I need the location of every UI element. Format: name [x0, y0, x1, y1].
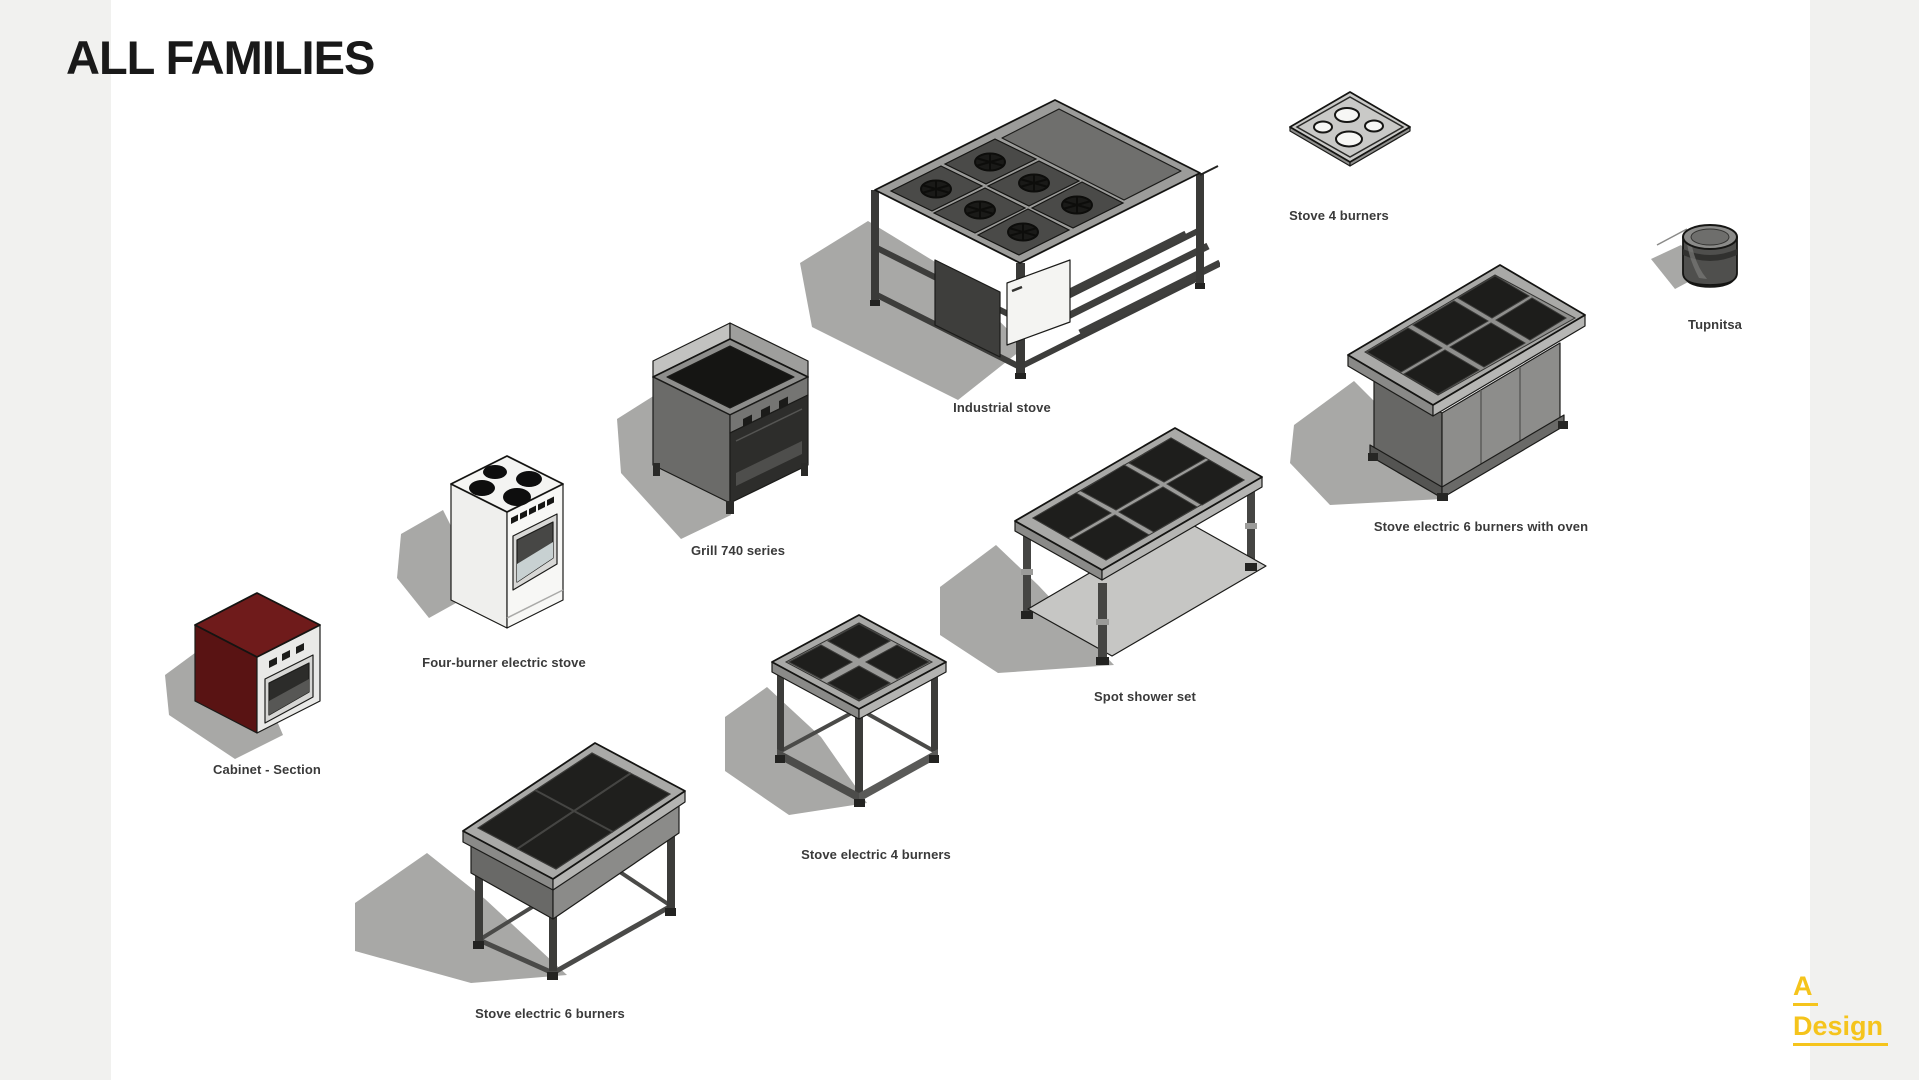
base-rail	[477, 937, 555, 976]
leg	[855, 715, 863, 797]
burner	[469, 480, 495, 496]
brand-logo-line2[interactable]: Design	[1793, 1013, 1889, 1046]
cabinet-section-render	[165, 592, 321, 759]
leg	[777, 667, 784, 751]
oven-knob	[282, 650, 290, 661]
leg	[475, 867, 483, 941]
burner-plates	[787, 623, 931, 701]
brand-logo-line1[interactable]: A	[1793, 973, 1818, 1006]
family-item-grill-740-series	[615, 315, 845, 565]
spot-shower-set-render	[940, 427, 1267, 673]
industrial-stove-render	[800, 99, 1220, 400]
family-label-four-burner-electric-stove: Four-burner electric stove	[422, 655, 586, 670]
leg	[931, 667, 938, 751]
page-title: ALL FAMILIES	[66, 31, 375, 84]
leg	[726, 501, 734, 514]
family-item-tupnitsa	[1645, 215, 1755, 300]
tupnitsa-render	[1651, 224, 1738, 289]
family-label-stove-electric-4-burners: Stove electric 4 burners	[801, 847, 951, 862]
four-burner-electric-stove-render	[397, 455, 564, 629]
front-panel-white	[1006, 259, 1071, 346]
base-rail	[780, 707, 860, 753]
family-item-four-burner-electric-stove	[395, 450, 625, 665]
leg	[801, 463, 808, 476]
burner-plates	[1031, 437, 1245, 561]
control-knob	[538, 501, 545, 511]
burner	[1335, 130, 1363, 148]
family-item-stove-electric-6-burners-with-oven	[1290, 255, 1610, 510]
family-item-stove-electric-6-burners	[355, 735, 705, 985]
shelf-slat	[1056, 242, 1210, 325]
control-knob	[511, 514, 518, 524]
family-label-stove-electric-6-burners: Stove electric 6 burners	[475, 1006, 625, 1021]
family-label-spot-shower-set: Spot shower set	[1094, 689, 1196, 704]
family-item-stove-4-burners	[1275, 85, 1425, 175]
base-rail	[859, 749, 938, 802]
under-rail	[1018, 274, 1202, 370]
family-label-cabinet-section: Cabinet - Section	[213, 762, 321, 777]
base-rail	[777, 749, 859, 802]
base-rail	[551, 903, 673, 976]
family-label-tupnitsa: Tupnitsa	[1688, 317, 1742, 332]
brand-logo[interactable]: A Design	[1793, 973, 1889, 1053]
burner	[1364, 119, 1384, 133]
family-label-stove-4-burners: Stove 4 burners	[1289, 208, 1389, 223]
family-label-grill-740-series: Grill 740 series	[690, 543, 786, 558]
griddle	[1001, 108, 1182, 201]
family-item-industrial-stove	[790, 95, 1220, 430]
base-rail	[858, 707, 935, 753]
burner	[503, 488, 531, 506]
family-label-industrial-stove: Industrial stove	[953, 400, 1051, 415]
control-knob	[779, 396, 788, 409]
leg-ring	[1096, 619, 1109, 625]
control-knob	[743, 414, 752, 427]
grill-740-series-render	[617, 322, 809, 539]
stove-4-burners-render	[1289, 91, 1411, 167]
leg	[1196, 173, 1204, 285]
control-knob	[761, 405, 770, 418]
family-label-stove-electric-6-burners-with-oven: Stove electric 6 burners with oven	[1373, 519, 1589, 534]
cast-shadow	[355, 853, 567, 983]
burner	[516, 471, 542, 487]
under-shelf	[736, 441, 802, 486]
burner	[1334, 107, 1360, 123]
front-panel-dark	[934, 259, 1001, 358]
burner-plates	[1366, 275, 1567, 395]
burner	[483, 465, 507, 479]
oven-knob	[296, 643, 304, 654]
burner	[1313, 120, 1333, 134]
leg	[653, 463, 660, 476]
stove-electric-6-burners-with-oven-render	[1290, 264, 1586, 505]
side-handle	[1199, 165, 1219, 176]
control-knob	[529, 505, 536, 515]
leg	[549, 913, 557, 971]
cast-shadow	[397, 510, 465, 618]
family-item-cabinet-section	[165, 585, 345, 760]
family-item-spot-shower-set	[940, 425, 1280, 675]
stove-electric-6-burners-render	[355, 742, 686, 983]
panel-handle	[1011, 285, 1023, 293]
control-knob	[547, 496, 554, 506]
stove-electric-4-burners-render	[725, 614, 947, 815]
leg	[871, 190, 879, 302]
leg	[667, 835, 675, 909]
family-item-stove-electric-4-burners	[725, 605, 1025, 820]
control-knob	[520, 510, 527, 520]
oven-knob	[269, 657, 277, 668]
gas-burners	[920, 152, 1093, 242]
